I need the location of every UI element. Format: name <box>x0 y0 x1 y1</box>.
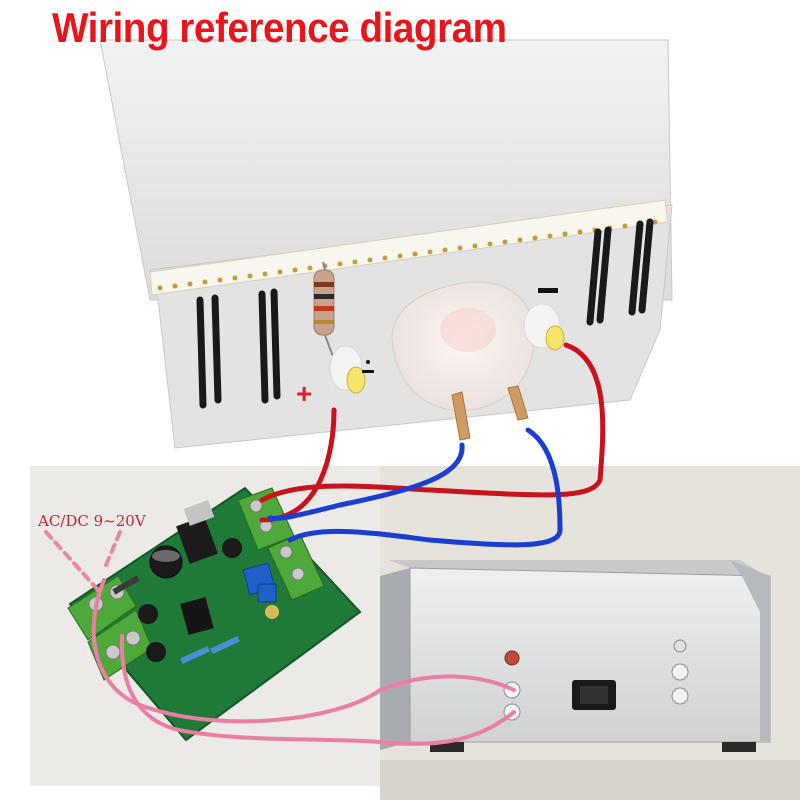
meter-terminal-negative <box>523 303 565 351</box>
polarity-marks <box>362 288 558 373</box>
power-input-label: AC/DC 9~20V <box>38 512 146 530</box>
panel-meter <box>99 39 673 449</box>
solder-pad-row <box>157 219 658 291</box>
rear-jacks-left <box>503 650 521 721</box>
positive-terminal-label: + <box>296 378 313 409</box>
rear-jacks-right <box>671 639 689 705</box>
pcb-components <box>112 500 279 665</box>
wire-red-negative <box>259 342 606 503</box>
resistor <box>313 261 339 371</box>
output-terminal-blocks <box>237 487 325 601</box>
meter-terminal-positive <box>329 345 366 394</box>
meter-leads <box>196 218 654 409</box>
wire-blue-lamp-b <box>287 427 563 548</box>
wire-pink-a <box>91 578 516 724</box>
diagram-title: Wiring reference diagram <box>52 4 507 51</box>
lamp <box>391 281 535 441</box>
amplifier-photo <box>380 466 800 800</box>
wire-blue-lamp-a <box>267 442 465 521</box>
dashed-leader-a <box>44 530 100 592</box>
wire-pink-b <box>119 634 516 746</box>
power-inlet <box>572 680 616 710</box>
dashed-leader-b <box>102 530 122 572</box>
